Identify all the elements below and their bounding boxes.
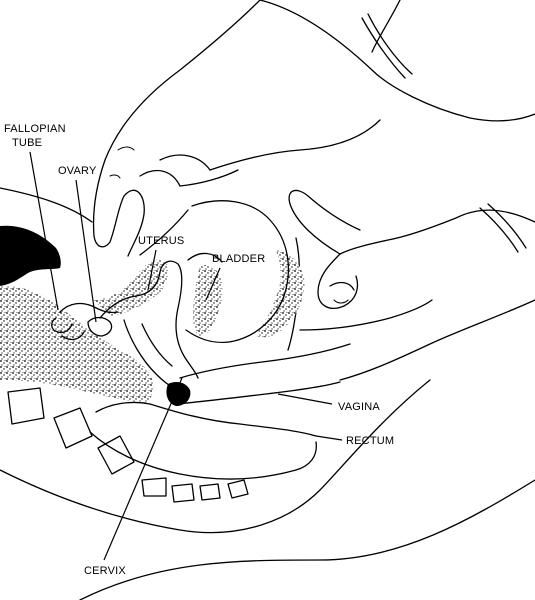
sacrum-segments: [7, 387, 249, 503]
leader-lines: [29, 151, 343, 561]
label-cervix: CERVIX: [84, 565, 126, 577]
label-bladder: BLADDER: [212, 253, 265, 265]
label-rectum: RECTUM: [346, 435, 394, 447]
abdominal-hand: [92, 0, 535, 257]
label-uterus: UTERUS: [138, 235, 184, 247]
leader-bladder: [205, 267, 221, 301]
leader-uterus: [147, 249, 157, 291]
pelvic-tissue: [0, 225, 305, 404]
leader-rectum: [315, 435, 343, 441]
leader-vagina: [277, 393, 333, 405]
label-vagina: VAGINA: [338, 401, 380, 413]
vagina-shape: [166, 343, 351, 406]
leader-fallopian-tube: [29, 151, 59, 311]
label-fallopian-tube-line2: TUBE: [12, 137, 42, 149]
label-fallopian-tube-line1: FALLOPIAN: [4, 123, 66, 135]
bladder-shape: [185, 200, 289, 344]
labels: FALLOPIAN TUBE OVARY UTERUS BLADDER VAGI…: [4, 123, 394, 577]
label-ovary: OVARY: [58, 165, 97, 177]
leader-cervix: [103, 377, 183, 561]
vaginal-hand: [288, 189, 535, 381]
leader-ovary: [75, 179, 97, 323]
rectum-shape: [89, 401, 317, 480]
